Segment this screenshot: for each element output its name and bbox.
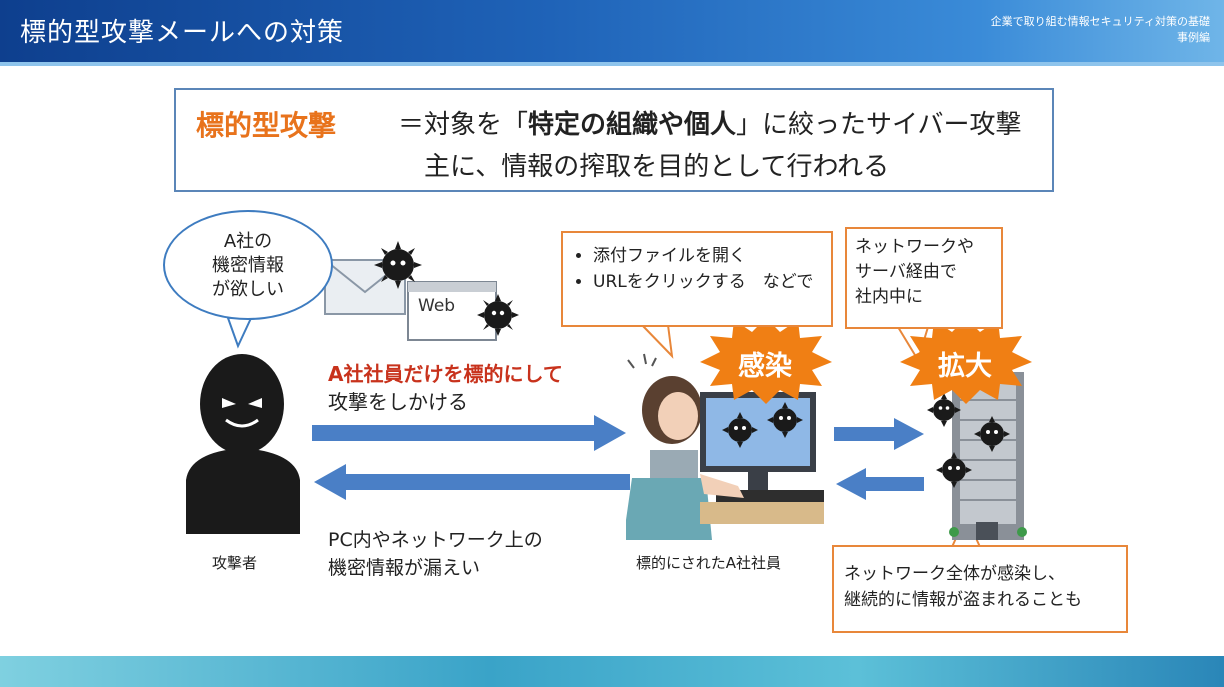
infection-item: 添付ファイルを開く [593, 243, 819, 269]
spread-burst [900, 318, 1032, 404]
definition-line1-prefix: ＝対象を「 [398, 110, 529, 140]
attack-headline: A社社員だけを標的にして [328, 362, 563, 386]
thought-line2: 機密情報 [212, 255, 284, 276]
header-subtitle-line1: 企業で取り組む情報セキュリティ対策の基礎 [990, 15, 1210, 28]
bubble-tail [226, 314, 254, 349]
spread-line2: サーバ経由で [855, 262, 957, 282]
virus-icon [374, 241, 422, 289]
virus-icon [974, 416, 1010, 452]
definition-line1: ＝対象を「特定の組織や個人」に絞ったサイバー攻撃 [398, 104, 1022, 141]
spread-callout-text: ネットワークや サーバ経由で 社内中に [847, 229, 1001, 316]
infection-callout: 添付ファイルを開く URLをクリックする などで [561, 231, 833, 327]
infection-callout-text: 添付ファイルを開く URLをクリックする などで [563, 233, 831, 305]
bottom-callout: ネットワーク全体が感染し、 継続的に情報が盗まれることも [832, 545, 1128, 633]
spread-arrow [834, 418, 924, 450]
leak-arrow [314, 464, 630, 500]
web-window-label: Web [418, 296, 456, 316]
thought-line1: A社の [223, 231, 273, 252]
footer-band [0, 656, 1224, 687]
infection-burst [700, 318, 832, 404]
attack-arrow [312, 415, 626, 451]
employee-label: 標的にされたA社社員 [636, 554, 781, 572]
virus-icon [722, 412, 758, 448]
infection-burst-label: 感染 [738, 351, 792, 382]
spread-line3: 社内中に [855, 287, 923, 307]
virus-icon [936, 452, 972, 488]
virus-icon [477, 294, 519, 336]
spread-line1: ネットワークや [855, 237, 974, 257]
attacker-label: 攻撃者 [212, 554, 258, 572]
definition-line1-bold: 特定の組織や個人 [528, 110, 737, 140]
definition-box: 標的型攻撃 ＝対象を「特定の組織や個人」に絞ったサイバー攻撃 主に、情報の搾取を… [174, 88, 1054, 192]
return-arrow [836, 468, 924, 500]
bottom-callout-text: ネットワーク全体が感染し、 継続的に情報が盗まれることも [834, 547, 1126, 627]
attacker-silhouette [186, 354, 300, 534]
thought-bubble: A社の 機密情報 が欲しい [163, 210, 333, 320]
web-window-icon [407, 281, 497, 341]
virus-icon [767, 402, 803, 438]
spread-callout: ネットワークや サーバ経由で 社内中に [845, 227, 1003, 329]
thought-bubble-text: A社の 機密情報 が欲しい [165, 230, 331, 302]
callout-tail [639, 324, 674, 359]
leak-line2: 機密情報が漏えい [328, 557, 481, 579]
employee-illustration [626, 353, 824, 540]
definition-line1-suffix: 」に絞ったサイバー攻撃 [736, 110, 1022, 140]
page-title: 標的型攻撃メールへの対策 [20, 18, 345, 48]
bottom-line1: ネットワーク全体が感染し、 [844, 564, 1065, 584]
attack-subtext: 攻撃をしかける [328, 390, 468, 414]
leak-line1: PC内やネットワーク上の [328, 529, 543, 551]
header-subtitle-line2: 事例編 [1177, 31, 1210, 44]
definition-line2: 主に、情報の搾取を目的として行われる [424, 152, 890, 182]
bottom-line2: 継続的に情報が盗まれることも [844, 590, 1082, 610]
leak-text: PC内やネットワーク上の 機密情報が漏えい [328, 526, 543, 582]
header-subtitle: 企業で取り組む情報セキュリティ対策の基礎 事例編 [991, 14, 1210, 46]
header-banner: 標的型攻撃メールへの対策 企業で取り組む情報セキュリティ対策の基礎 事例編 [0, 0, 1224, 62]
thought-line3: が欲しい [212, 279, 284, 300]
header-divider [0, 62, 1224, 66]
spread-burst-label: 拡大 [938, 351, 992, 382]
definition-term: 標的型攻撃 [196, 109, 337, 142]
virus-icon [927, 393, 961, 427]
infection-item: URLをクリックする などで [593, 269, 819, 295]
